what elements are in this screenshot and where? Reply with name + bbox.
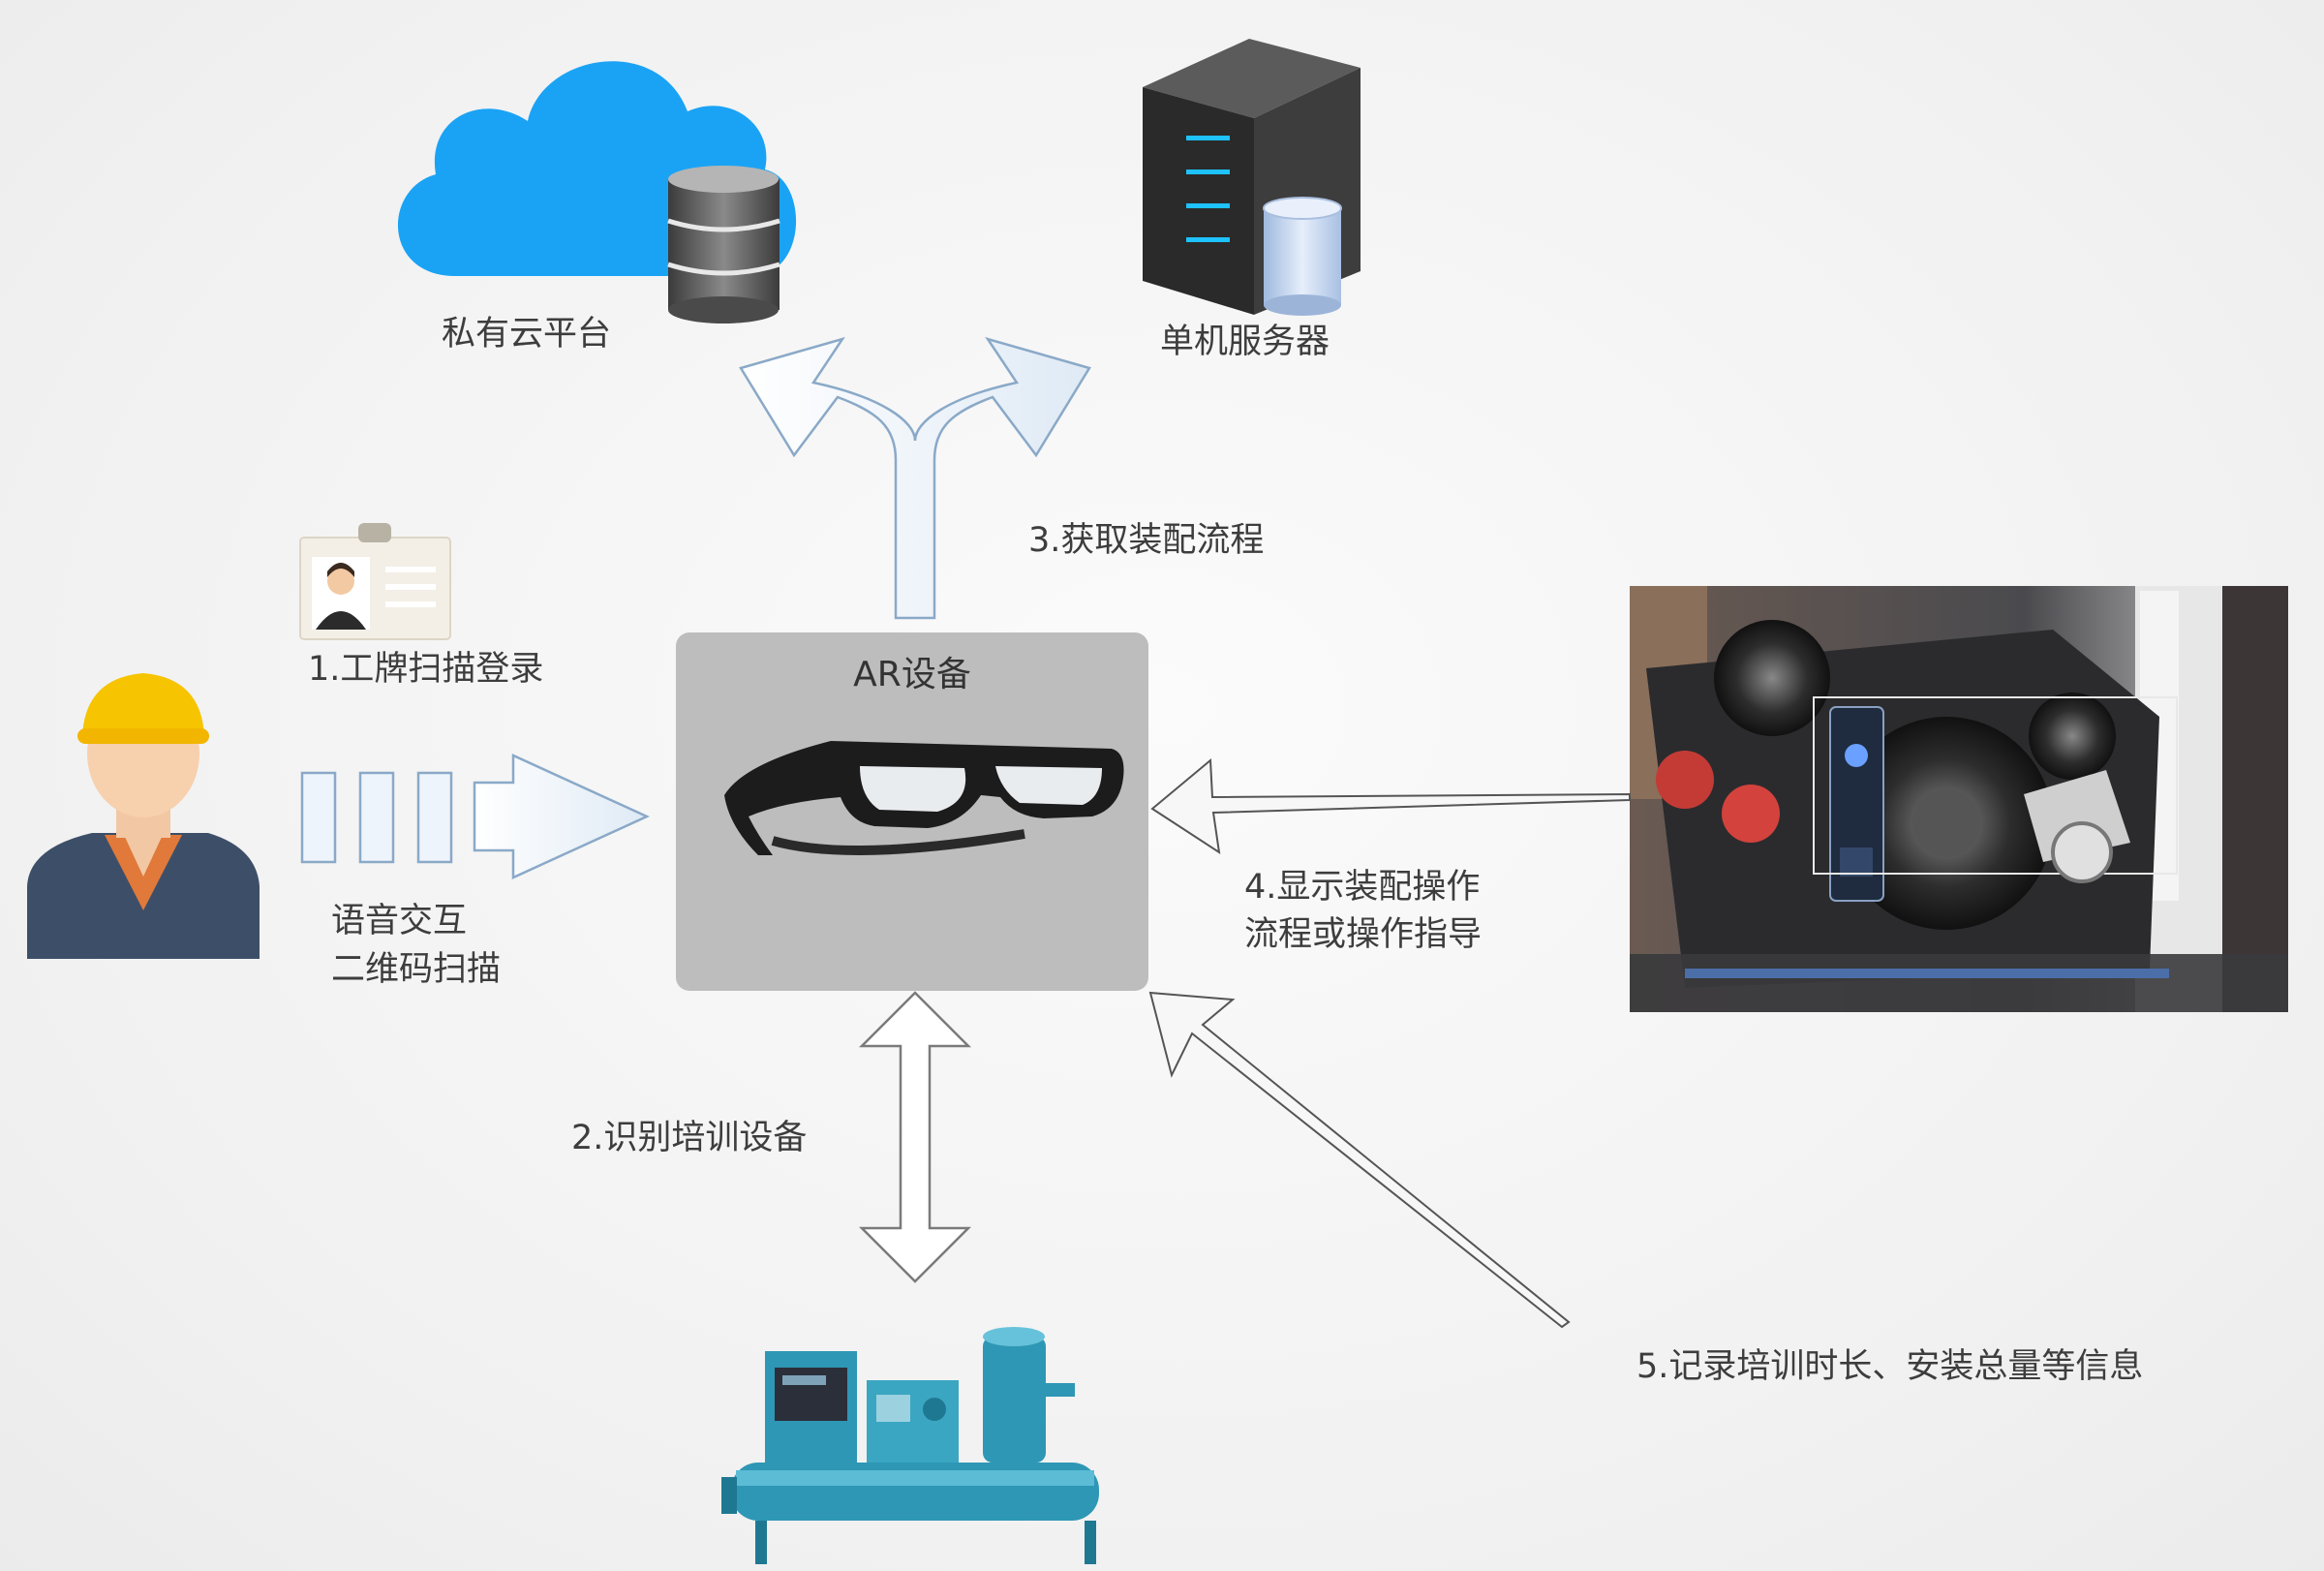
- ar-glasses-icon: [724, 741, 1124, 855]
- cloud-label: 私有云平台: [442, 315, 612, 354]
- record-arrow: [1148, 991, 1571, 1329]
- ar-device-label: AR设备: [853, 655, 971, 694]
- step2-label: 2.识别培训设备: [571, 1119, 808, 1157]
- step5-label: 5.记录培训时长、安装总量等信息: [1636, 1347, 2144, 1386]
- fork-arrow: [739, 336, 1091, 620]
- ar-device-box: AR设备: [676, 632, 1148, 991]
- machine-icon: [721, 1327, 1099, 1564]
- interaction-label-1: 语音交互: [331, 902, 468, 940]
- server-icon: [1143, 39, 1361, 316]
- input-arrow: [300, 754, 651, 879]
- badge-icon: [299, 523, 451, 640]
- database-icon: [667, 166, 780, 323]
- step4-label-1: 4.显示装配操作: [1244, 868, 1481, 907]
- engine-photo: [1630, 586, 2288, 1012]
- display-arrow: [1150, 757, 1631, 855]
- step1-label: 1.工牌扫描登录: [308, 650, 544, 689]
- server-label: 单机服务器: [1160, 323, 1330, 361]
- worker-icon: [27, 673, 260, 959]
- step4-label-2: 流程或操作指导: [1244, 915, 1483, 954]
- interaction-label-2: 二维码扫描: [331, 950, 502, 989]
- step3-label: 3.获取装配流程: [1028, 521, 1265, 560]
- identify-arrow: [858, 991, 972, 1283]
